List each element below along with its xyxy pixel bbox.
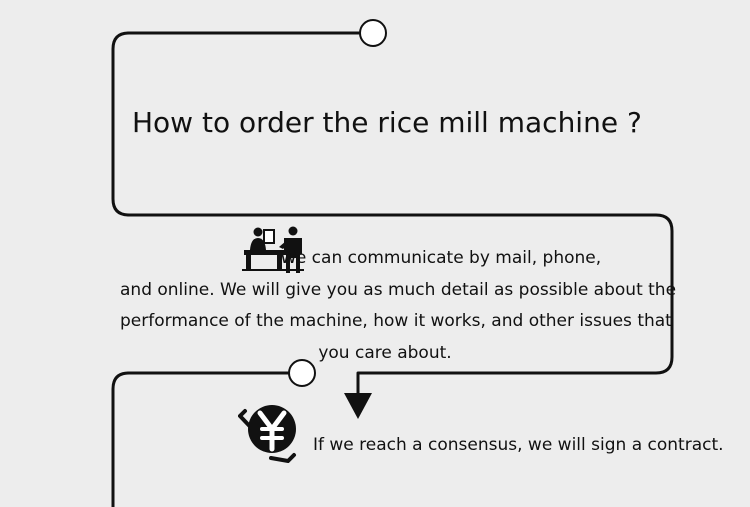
page-title: How to order the rice mill machine ? [132, 106, 642, 139]
bottom-flow-line [111, 371, 291, 507]
start-circle [359, 19, 387, 47]
down-arrow-icon [344, 393, 372, 419]
middle-circle [288, 359, 316, 387]
description-line-2: and online. We will give you as much det… [120, 279, 677, 300]
description-line-3: performance of the machine, how it works… [120, 311, 672, 331]
contract-text: If we reach a consensus, we will sign a … [313, 435, 724, 455]
description-line-4: you care about. [318, 342, 452, 363]
description-line-1: We can communicate by mail, phone, [280, 248, 602, 268]
communication-description: We can communicate by mail, phone, and o… [120, 243, 677, 369]
yen-contract-icon [237, 403, 298, 464]
top-flow-line [111, 31, 674, 400]
people-at-counter-icon [242, 224, 304, 276]
